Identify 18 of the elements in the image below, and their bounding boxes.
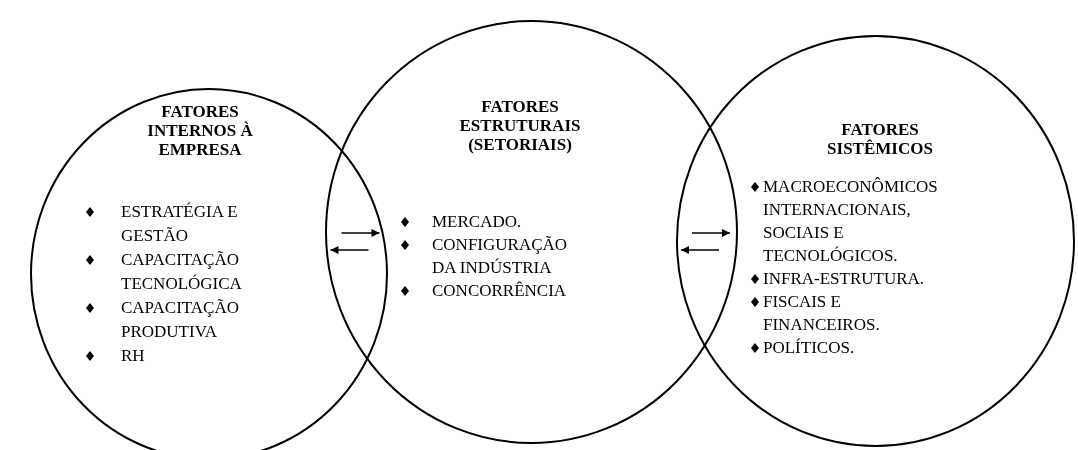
list-item-text: CONFIGURAÇÃO DA INDÚSTRIA [432,234,569,279]
list-item-text: CONCORRÊNCIA [432,280,568,302]
list-item-text: ESTRATÉGIA E GESTÃO [121,201,239,247]
list-item-text: INFRA-ESTRUTURA. [763,268,926,290]
arrow [340,229,381,237]
list-item-text: CAPACITAÇÃO TECNOLÓGICA [121,249,243,295]
list-item-text: POLÍTICOS. [763,337,856,359]
arrow [329,246,370,254]
heading: FATORES SISTÊMICOS [826,120,934,158]
arrow [691,229,731,237]
list-item-text: RH [121,345,146,367]
arrow [680,246,720,254]
list-item-text: CAPACITAÇÃO PRODUTIVA [121,297,240,343]
heading: FATORES ESTRUTURAIS (SETORIAIS) [458,97,582,154]
list-item-text: MACROECONÔMICOS INTERNACIONAIS, SOCIAIS E TECNOLÓGICOS. [763,176,935,267]
list-item-text: FISCAIS E FINANCEIROS. [763,291,881,336]
heading: FATORES INTERNOS À EMPRESA [146,102,254,159]
list-item-text: MERCADO. [432,211,523,233]
